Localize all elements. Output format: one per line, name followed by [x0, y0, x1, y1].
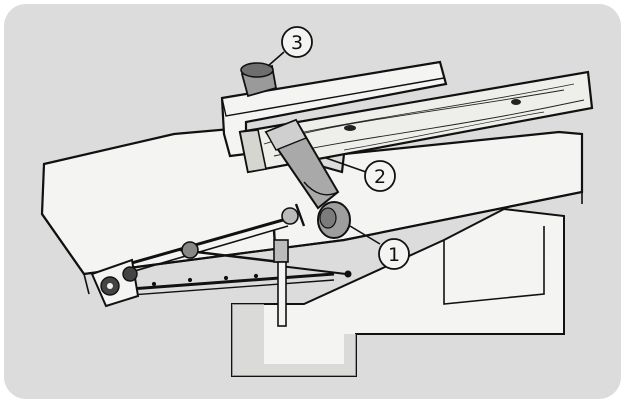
cutter-guard: [264, 118, 340, 210]
callout-1: 1: [378, 238, 410, 270]
callout-leader-3: [267, 51, 285, 67]
jointer-guard-diagram: 1 2 3: [40, 26, 594, 377]
illustration-frame: 1 2 3: [4, 4, 621, 399]
callout-2-label: 2: [374, 166, 386, 188]
callout-leader-1: [349, 225, 381, 245]
callout-2: 2: [364, 160, 396, 192]
base-shadow: [232, 304, 356, 376]
table-front-edge: [41, 191, 583, 276]
callout-1-label: 1: [388, 244, 400, 266]
guard-pivot: [317, 201, 351, 239]
callout-3: 3: [281, 26, 313, 58]
fence-top-edge: [221, 77, 445, 117]
callout-3-label: 3: [291, 32, 303, 54]
table-edge-thickness: [41, 163, 583, 295]
base-side-panel: [443, 226, 545, 305]
fence-lock-knob: [240, 62, 278, 98]
callout-leader-2: [325, 157, 367, 173]
mounting-clamp: [90, 258, 140, 308]
